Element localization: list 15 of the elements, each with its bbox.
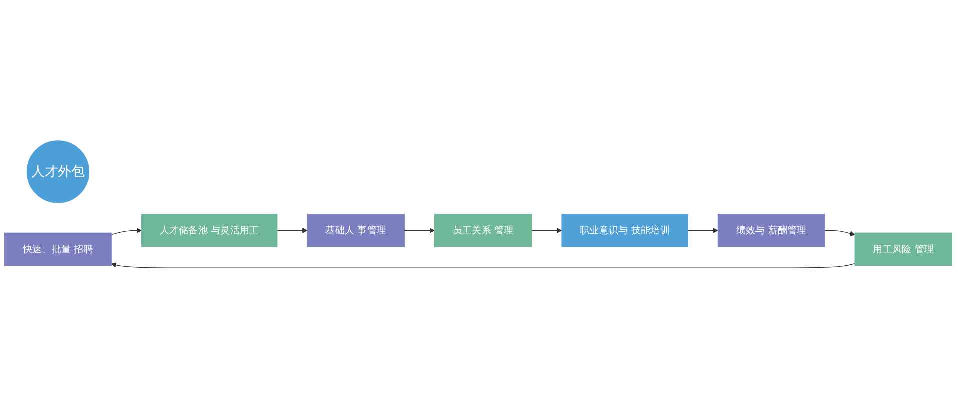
arrow (824, 230, 856, 236)
arrow (688, 228, 718, 234)
node-box: 基础人 事管理 (307, 214, 405, 248)
node-box: 用工风险 管理 (854, 232, 952, 266)
node-box: 快速、批量 招聘 (4, 232, 112, 266)
node-circle: 人才外包 (26, 140, 90, 204)
arrow (111, 228, 142, 236)
node-box: 职业意识与 技能培训 (562, 214, 688, 248)
node-box: 绩效与 薪酬管理 (718, 214, 826, 248)
arrow (404, 228, 435, 234)
arrow (532, 228, 562, 234)
node-box: 员工关系 管理 (434, 214, 532, 248)
node-box: 人才储备池 与灵活用工 (141, 214, 278, 248)
arrow (111, 262, 856, 268)
arrow (277, 228, 308, 234)
